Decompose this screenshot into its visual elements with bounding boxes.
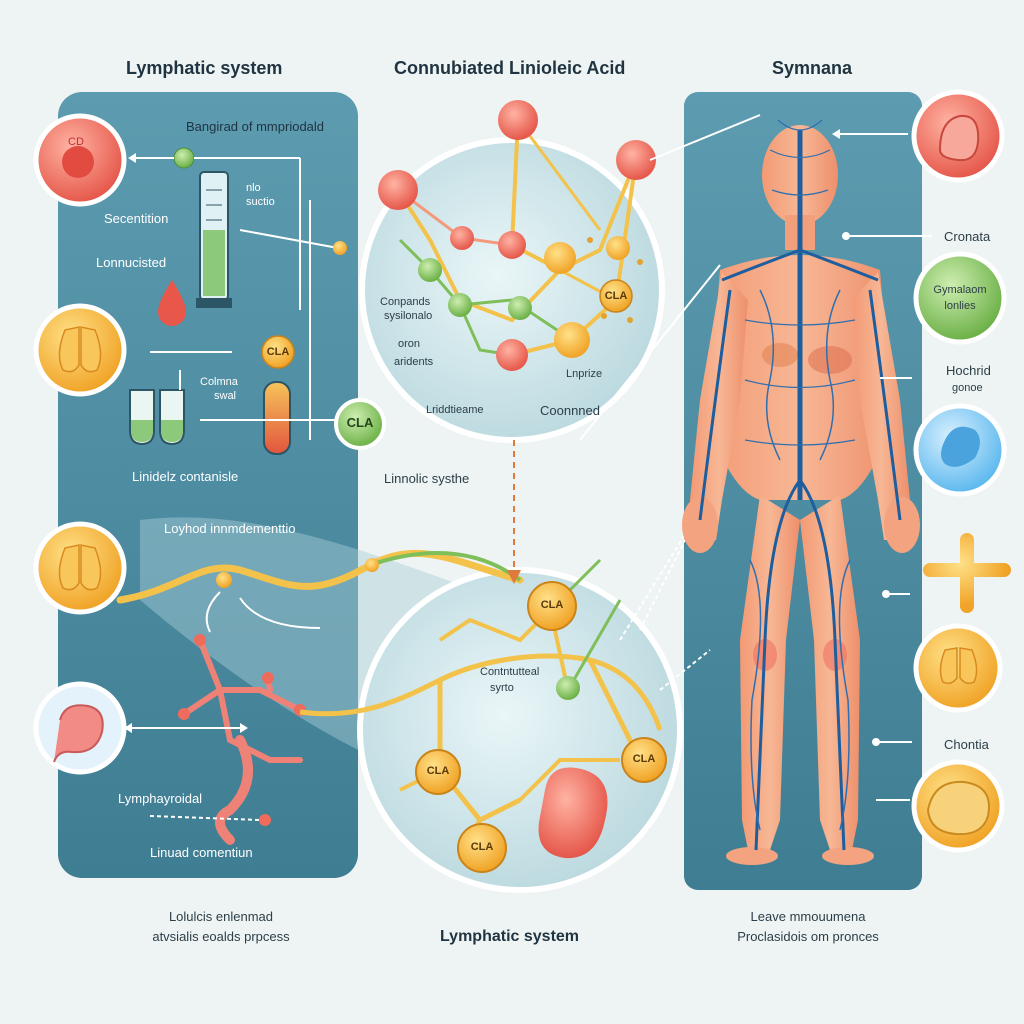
label-connected-center: Coonnned bbox=[540, 403, 600, 418]
footer-right-line1: Leave mmouumena bbox=[750, 909, 866, 924]
red-vessel bbox=[181, 637, 303, 763]
cla-green-label: CLA bbox=[346, 415, 374, 430]
right-label-2-line2: lonlies bbox=[944, 300, 976, 312]
cla-node-2-label: CLA bbox=[426, 765, 450, 777]
cell-icon-label: CD bbox=[68, 136, 84, 148]
label-linoleic: Linidelz contanisle bbox=[132, 469, 239, 484]
top-lens-network bbox=[378, 100, 656, 371]
lymph-wave bbox=[116, 549, 524, 604]
label-under-lens: Linnolic systhe bbox=[384, 471, 470, 486]
human-body-figure bbox=[682, 119, 920, 865]
footer-left-line2: atvsialis eoalds prpcess bbox=[152, 929, 290, 944]
right-label-3-line2: gonoe bbox=[952, 382, 983, 394]
right-title: Symnana bbox=[772, 58, 853, 78]
cla-node-2 bbox=[415, 749, 461, 795]
cla-node-4-label: CLA bbox=[470, 841, 494, 853]
right-icon-green bbox=[913, 251, 1007, 345]
label-connected: Lonnucisted bbox=[96, 255, 167, 270]
label-compounds-1: Conpands bbox=[380, 296, 431, 308]
right-label-1: Cronata bbox=[944, 229, 991, 244]
center-title: Connubiated Linioleic Acid bbox=[394, 58, 626, 78]
bottom-lens-network bbox=[299, 558, 667, 873]
drop-icon bbox=[158, 280, 186, 326]
lung-icon-circle-2 bbox=[33, 521, 127, 615]
label-compounds-2: sysilonalo bbox=[384, 310, 433, 322]
label-contributed-2: syrto bbox=[490, 682, 514, 694]
cla-node-top-label: CLA bbox=[604, 290, 628, 302]
lung-icon-circle bbox=[33, 303, 127, 397]
lens-bottom bbox=[357, 567, 683, 893]
label-lymphatic: Lymphayroidal bbox=[118, 791, 203, 806]
left-panel-bg bbox=[58, 92, 358, 878]
label-lipase: Lnprize bbox=[566, 368, 603, 380]
cla-node-top bbox=[599, 279, 633, 313]
left-title: Lymphatic system bbox=[126, 58, 283, 78]
footer-left-line1: Lolulcis enlenmad bbox=[168, 909, 274, 924]
cla-node-3-label: CLA bbox=[632, 753, 656, 765]
cla-node-1 bbox=[527, 581, 577, 631]
cla-node-3 bbox=[621, 737, 667, 783]
cla-badge-left-label: CLA bbox=[266, 346, 290, 358]
label-contributed-1: Contntutteal bbox=[480, 666, 540, 678]
right-label-2-line1: Gymalaom bbox=[933, 284, 987, 296]
cla-badge-left bbox=[261, 335, 295, 369]
label-lymph: Loyhod innmdementtio bbox=[164, 521, 296, 536]
right-label-3-line1: Hochrid bbox=[946, 363, 991, 378]
label-syringe-1: nlo bbox=[246, 182, 261, 194]
label-column-2: swal bbox=[214, 390, 237, 402]
test-tube-icon bbox=[263, 381, 291, 455]
cla-node-1-label: CLA bbox=[540, 599, 564, 611]
label-addition: Lriddtieame bbox=[426, 404, 484, 416]
plus-icon bbox=[923, 533, 1011, 613]
right-icon-lungs bbox=[913, 623, 1003, 713]
label-top: Bangirad of mmpriodald bbox=[186, 119, 325, 134]
label-column-1: Colmna bbox=[200, 376, 238, 388]
footer-right-line2: Proclasidois om pronces bbox=[737, 929, 879, 944]
label-secretion: Secentition bbox=[104, 211, 169, 226]
label-acids-2: aridents bbox=[394, 356, 434, 368]
label-syringe-2: suctio bbox=[246, 196, 275, 208]
cla-green-node bbox=[334, 398, 386, 450]
cla-node-4 bbox=[457, 823, 507, 873]
organ-shape bbox=[538, 767, 608, 859]
label-bottom: Linuad comentiun bbox=[150, 845, 253, 860]
right-label-4: Chontia bbox=[944, 737, 989, 752]
footer-center-title: Lymphatic system bbox=[440, 928, 580, 945]
label-acids-1: oron bbox=[398, 338, 421, 350]
